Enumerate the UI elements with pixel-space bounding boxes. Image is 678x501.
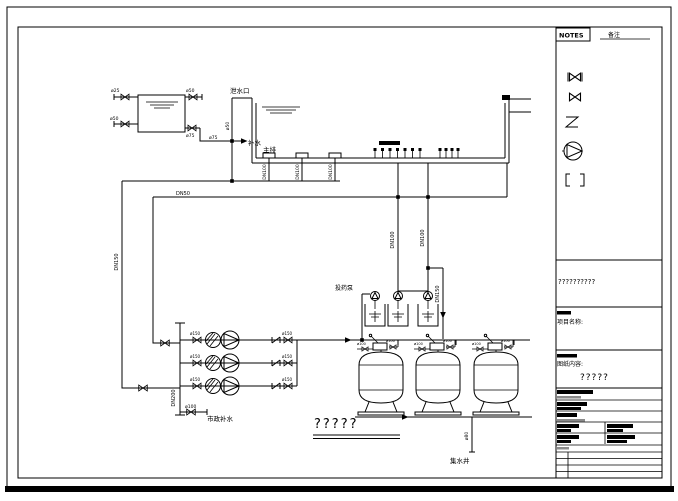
svg-text:ø150: ø150 xyxy=(190,354,201,359)
flow-arrow-icon xyxy=(345,337,352,343)
pump-branch: ø150 ø150 xyxy=(180,330,530,350)
flow-arrow-icon xyxy=(440,312,446,319)
junction-icon xyxy=(230,179,234,183)
drawing-title-value: ????? xyxy=(580,373,609,383)
sand-filters: ø100 ø100 ø100 ø100 ø100 ø100 ø80 集水井 xyxy=(355,334,532,465)
water-level-icon xyxy=(262,106,300,114)
fitting-bar-icon xyxy=(379,141,400,145)
pipe-size-label: ø80 xyxy=(464,432,470,441)
pipe-size-label: ø100 xyxy=(501,339,510,343)
pipe-size-label: ø100 xyxy=(185,404,196,410)
remark-label: 备注 xyxy=(608,31,620,39)
pipe-size-label: ø75 xyxy=(186,133,195,139)
drain-fitting-icon xyxy=(295,152,309,159)
pipe-label: DN150 xyxy=(435,285,441,302)
revision-table xyxy=(556,452,662,478)
pipe-size-label: ø100 xyxy=(357,342,366,346)
pipe-label: DN100 xyxy=(390,231,396,248)
flow-arrow-icon xyxy=(241,138,248,144)
redacted-info-rows xyxy=(556,390,662,453)
pipe-size-label: ø100 xyxy=(414,342,423,346)
pipe-label: DN100 xyxy=(295,164,301,180)
frame-bottom-band xyxy=(5,486,674,492)
drawing-content-label: 图纸内容: xyxy=(557,360,583,368)
junction-icon xyxy=(230,139,234,143)
flexible-joint-icon xyxy=(565,173,585,187)
pump-branch: ø150 ø150 xyxy=(180,376,297,396)
return-nozzles xyxy=(373,147,460,159)
dosing-system: 投药泵 xyxy=(335,284,439,342)
sand-filter-icon xyxy=(472,334,519,415)
svg-text:ø150: ø150 xyxy=(190,331,201,336)
sheet-frame xyxy=(5,6,674,492)
svg-text:ø150: ø150 xyxy=(282,377,293,382)
main-drain-label: 主排 xyxy=(263,145,277,154)
drain-port-label: 泄水口 xyxy=(230,86,250,95)
pump-station: DN200 ø150 ø150 ø150 ø150 ø150 ø150 xyxy=(138,322,530,423)
drawing-caption: ????? xyxy=(313,417,400,439)
junction-icon xyxy=(426,266,430,270)
svg-text:ø150: ø150 xyxy=(282,331,293,336)
notes-title: NOTES xyxy=(559,32,584,40)
overflow-box-icon xyxy=(502,95,510,100)
drain-fitting-icon xyxy=(328,152,342,159)
pipe-size-label: ø50 xyxy=(110,116,119,122)
sand-filter-icon xyxy=(357,334,404,415)
pipe-label: DN100 xyxy=(262,164,268,180)
dosing-pump-label: 投药泵 xyxy=(335,284,353,292)
pipe-label: DN100 xyxy=(328,164,334,180)
pipe-size-label: ø100 xyxy=(443,339,452,343)
dosing-pump-icon xyxy=(423,291,433,310)
pipe-size-label: ø75 xyxy=(209,135,218,141)
valve-icon xyxy=(568,92,582,102)
piping-mains: DN150 DN50 DN100 DN100 DN150 xyxy=(114,163,508,389)
company-name: ?????????? xyxy=(558,278,595,286)
pipe-size-label: ø50 xyxy=(186,88,195,94)
svg-text:ø150: ø150 xyxy=(282,354,293,359)
makeup-water-label: 补水 xyxy=(248,138,262,147)
sump-well-label: 集水井 xyxy=(450,456,470,465)
flanged-valve-icon xyxy=(568,72,582,82)
legend-symbols xyxy=(562,72,585,187)
dosing-pump-icon xyxy=(370,291,380,310)
water-level-icon xyxy=(146,101,178,109)
pipe-size-label: ø100 xyxy=(472,342,481,346)
pump-icon xyxy=(562,141,584,161)
pipe-label: DN150 xyxy=(114,253,120,270)
project-name-label: 项目名称: xyxy=(557,318,583,326)
dosing-pump-icon xyxy=(393,291,403,310)
junction-icon xyxy=(426,195,430,199)
pipe-label: DN100 xyxy=(420,229,426,246)
junction-icon xyxy=(396,195,400,199)
pipe-size-label: ø50 xyxy=(225,122,231,131)
pipe-label: DN50 xyxy=(176,191,190,197)
balance-tank: ø25 ø50 ø50 ø75 ø75 xyxy=(110,88,248,144)
title-block: NOTES 备注 ?????????? 项目名称: 图纸内容: ????? xyxy=(555,27,662,478)
municipal-water-label: 市政补水 xyxy=(207,414,234,423)
pipe-size-label: ø100 xyxy=(386,339,395,343)
sand-filter-icon xyxy=(414,334,461,415)
pump-branch: ø150 ø150 xyxy=(180,353,297,373)
pool: 泄水口 补水 ø50 主排 DN100 DN100 DN100 xyxy=(225,86,531,181)
caption-text: ????? xyxy=(314,417,359,432)
svg-text:ø150: ø150 xyxy=(190,377,201,382)
pipe-label: DN200 xyxy=(171,389,177,406)
check-valve-icon xyxy=(564,116,580,128)
pipe-size-label: ø25 xyxy=(111,88,120,94)
flow-arrow-icon xyxy=(402,414,409,420)
